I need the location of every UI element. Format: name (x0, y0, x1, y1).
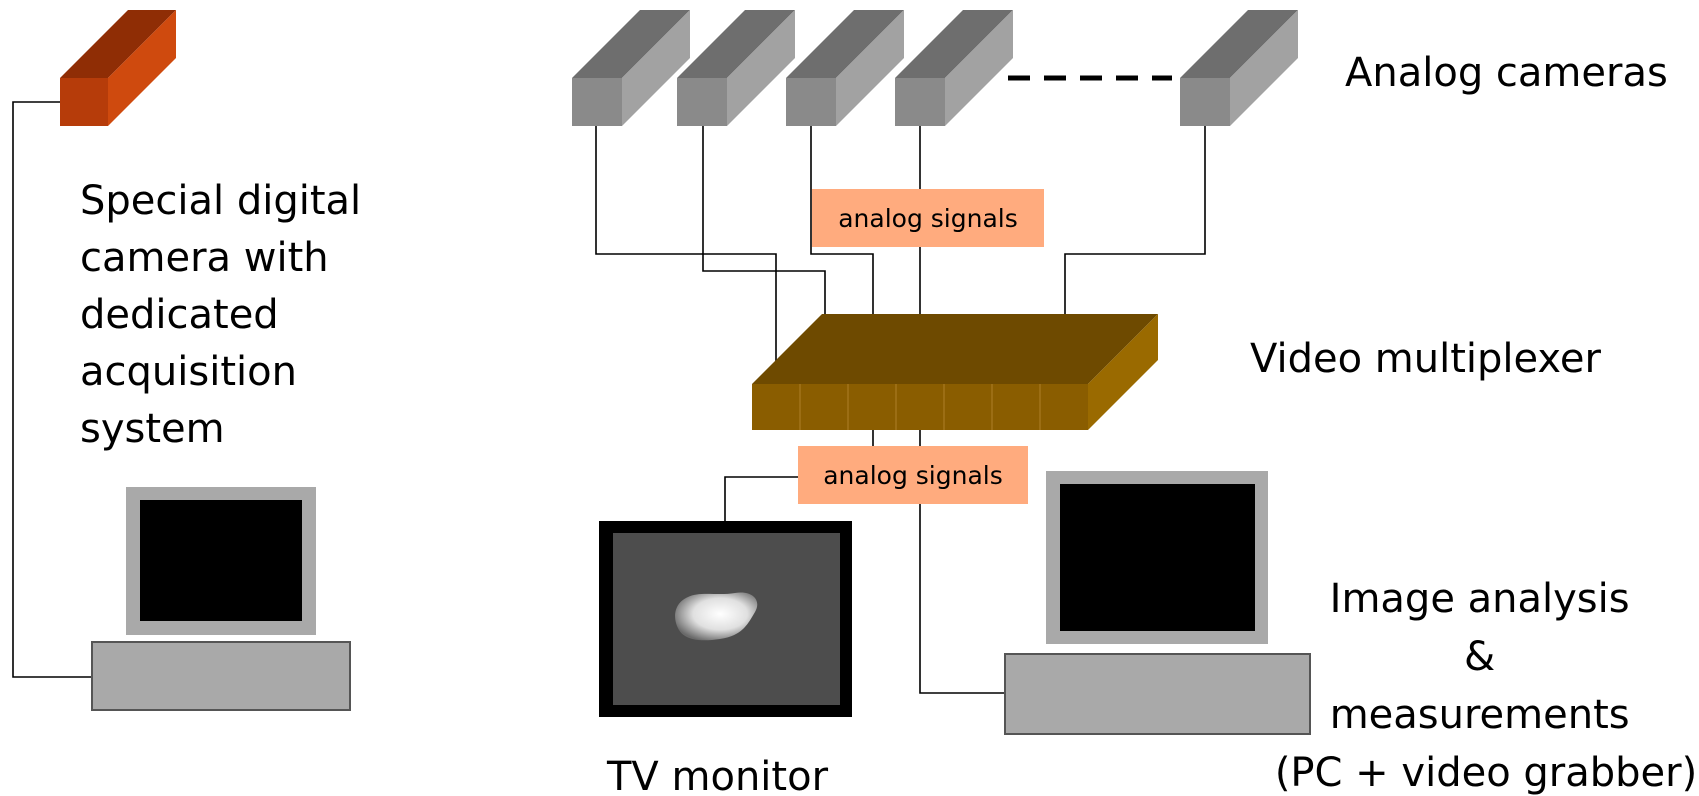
video-multiplexer-label: Video multiplexer (1250, 336, 1601, 382)
tv-monitor-icon (599, 521, 852, 717)
analog-camera-3 (786, 10, 904, 126)
signal-tag-upper: analog signals (812, 189, 1044, 247)
analog-camera-2 (677, 10, 795, 126)
signal-tag-lower: analog signals (798, 446, 1028, 504)
tv-monitor-label: TV monitor (606, 754, 829, 796)
analog-camera-1 (572, 10, 690, 126)
svg-text:analog signals: analog signals (823, 461, 1003, 490)
analog-camera-n (1180, 10, 1298, 126)
mux-to-pc-cable (919, 430, 1005, 694)
pc-icon-right (1004, 471, 1311, 735)
digital-camera-icon (60, 10, 176, 126)
svg-text:analog signals: analog signals (838, 204, 1018, 233)
pc-icon-left (91, 487, 351, 711)
camera-1-cable (595, 126, 777, 380)
analog-camera-4 (895, 10, 1013, 126)
special-camera-label: Special digital camera with dedicated ac… (80, 178, 374, 452)
video-multiplexer-icon (752, 314, 1158, 430)
digital-camera-cable (12, 101, 92, 678)
image-analysis-label: Image analysis & measurements (PC + vide… (1275, 576, 1697, 796)
analog-cameras-label: Analog cameras (1345, 50, 1668, 96)
